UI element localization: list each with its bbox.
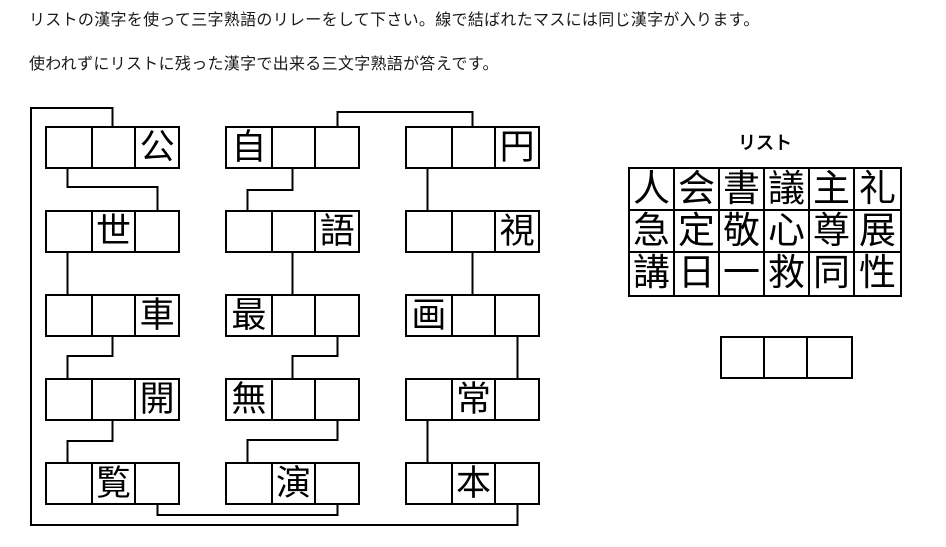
list-kanji-cell: 性 — [859, 253, 896, 293]
puzzle-cell-empty[interactable] — [47, 380, 91, 419]
list-kanji-cell: 展 — [855, 211, 900, 253]
connector-line — [336, 111, 474, 126]
list-kanji-cell: 救 — [765, 253, 810, 295]
puzzle-cell-empty[interactable] — [47, 128, 91, 167]
puzzle-cell-empty[interactable] — [90, 128, 135, 167]
answer-box — [720, 336, 853, 379]
puzzle-cell-given: 円 — [494, 128, 538, 167]
puzzle-cell-empty[interactable] — [450, 296, 495, 335]
puzzle-box-r4c1: 開 — [45, 378, 180, 421]
kanji-list-grid: 人会書議主礼急定敬心尊展講日一救同性 — [628, 167, 902, 297]
puzzle-cell-empty[interactable] — [494, 380, 538, 419]
puzzle-cell-empty[interactable] — [450, 128, 495, 167]
puzzle-cell-empty[interactable] — [90, 296, 135, 335]
puzzle-box-r5c2: 演 — [225, 462, 360, 505]
puzzle-box-r5c1: 覧 — [45, 462, 180, 505]
puzzle-cell-empty[interactable] — [407, 212, 451, 251]
connector-line — [291, 337, 339, 378]
list-kanji-cell: 礼 — [855, 169, 900, 211]
list-kanji-cell: 心 — [765, 211, 810, 253]
puzzle-box-r2c2: 語 — [225, 210, 360, 253]
connector-line — [156, 505, 339, 516]
list-kanji-cell: 主 — [810, 169, 855, 211]
puzzle-box-r3c2: 最 — [225, 294, 360, 337]
list-kanji-cell: 人 — [630, 169, 675, 211]
puzzle-cell-empty[interactable] — [47, 212, 91, 251]
puzzle-cell-empty[interactable] — [450, 212, 495, 251]
connector-line — [246, 421, 339, 462]
puzzle-cell-given: 視 — [494, 212, 538, 251]
puzzle-cell-empty[interactable] — [314, 128, 358, 167]
puzzle-cell-given: 常 — [450, 380, 495, 419]
connector-line — [66, 337, 114, 378]
connector-line — [66, 421, 114, 462]
puzzle-box-r5c3: 本 — [405, 462, 540, 505]
puzzle-cell-empty[interactable] — [407, 464, 451, 503]
puzzle-cell-given: 最 — [231, 296, 267, 335]
puzzle-box-r4c3: 常 — [405, 378, 540, 421]
list-kanji-cell: 敬 — [720, 211, 765, 253]
answer-cell[interactable] — [765, 338, 808, 377]
puzzle-cell-empty[interactable] — [314, 380, 358, 419]
puzzle-box-r2c1: 世 — [45, 210, 180, 253]
puzzle-cell-empty[interactable] — [270, 296, 315, 335]
puzzle-cell-empty[interactable] — [227, 212, 271, 251]
puzzle-cell-empty[interactable] — [134, 212, 178, 251]
puzzle-cell-given: 本 — [450, 464, 495, 503]
puzzle-box-r2c3: 視 — [405, 210, 540, 253]
list-kanji-cell: 講 — [630, 253, 675, 295]
puzzle-cell-empty[interactable] — [47, 464, 91, 503]
puzzle-area: 公 自 円世 語 視車 最 画開 無 常覧 演 本 — [30, 107, 540, 526]
puzzle-cell-given: 開 — [134, 380, 178, 419]
puzzle-cell-empty[interactable] — [314, 296, 358, 335]
puzzle-cell-empty[interactable] — [407, 128, 451, 167]
instruction-line-1: リストの漢字を使って三字熟語のリレーをして下さい。線で結ばれたマスには同じ漢字が… — [29, 12, 760, 29]
puzzle-box-r1c1: 公 — [45, 126, 180, 169]
list-kanji-cell: 日 — [675, 253, 720, 295]
instruction-line-2: 使われずにリストに残った漢字で出来る三文字熟語が答えです。 — [29, 56, 499, 73]
puzzle-cell-empty[interactable] — [227, 464, 271, 503]
list-kanji-cell: 会 — [675, 169, 720, 211]
puzzle-cell-given: 自 — [231, 128, 267, 167]
puzzle-cell-empty[interactable] — [494, 296, 538, 335]
connector-line — [30, 107, 519, 526]
connector-line — [246, 169, 294, 210]
puzzle-cell-given: 画 — [411, 296, 447, 335]
puzzle-cell-given: 演 — [270, 464, 315, 503]
list-kanji-cell: 議 — [765, 169, 810, 211]
puzzle-box-r4c2: 無 — [225, 378, 360, 421]
puzzle-cell-empty[interactable] — [90, 380, 135, 419]
puzzle-box-r1c2: 自 — [225, 126, 360, 169]
puzzle-cell-given: 覧 — [90, 464, 135, 503]
puzzle-cell-given: 世 — [90, 212, 135, 251]
puzzle-box-r1c3: 円 — [405, 126, 540, 169]
connector-line — [66, 169, 159, 210]
answer-cell[interactable] — [808, 338, 851, 377]
puzzle-cell-empty[interactable] — [270, 128, 315, 167]
list-kanji-cell: 定 — [675, 211, 720, 253]
list-kanji-cell: 書 — [720, 169, 765, 211]
puzzle-cell-given: 車 — [134, 296, 178, 335]
puzzle-cell-empty[interactable] — [47, 296, 91, 335]
puzzle-cell-empty[interactable] — [314, 464, 358, 503]
puzzle-cell-empty[interactable] — [270, 380, 315, 419]
list-kanji-cell: 同 — [810, 253, 855, 295]
puzzle-cell-empty[interactable] — [134, 464, 178, 503]
answer-cell[interactable] — [722, 338, 765, 377]
puzzle-cell-empty[interactable] — [407, 380, 451, 419]
list-kanji-cell: 急 — [630, 211, 675, 253]
puzzle-cell-given: 公 — [134, 128, 178, 167]
list-kanji-cell: 尊 — [810, 211, 855, 253]
list-title: リスト — [738, 133, 792, 153]
puzzle-cell-empty[interactable] — [270, 212, 315, 251]
puzzle-box-r3c1: 車 — [45, 294, 180, 337]
list-kanji-cell: 一 — [720, 253, 765, 295]
puzzle-box-r3c3: 画 — [405, 294, 540, 337]
puzzle-cell-given: 語 — [314, 212, 358, 251]
puzzle-cell-empty[interactable] — [494, 464, 538, 503]
connector-lines — [30, 107, 519, 526]
puzzle-cell-given: 無 — [231, 380, 267, 419]
